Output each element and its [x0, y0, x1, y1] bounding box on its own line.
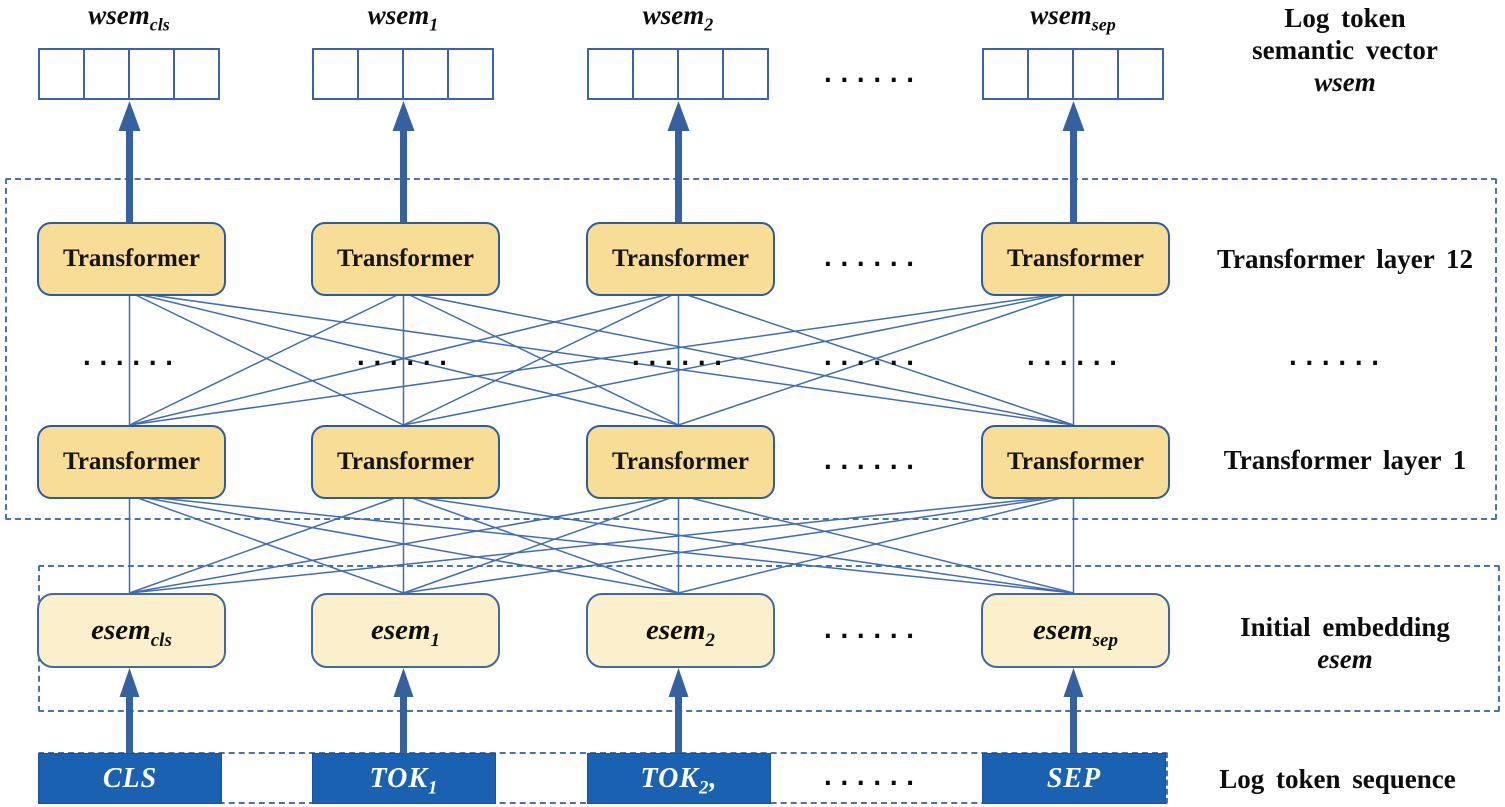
ellipsis-l12-row: ...... — [820, 244, 920, 272]
transformer-box-l1-c3: Transformer — [586, 425, 775, 499]
ellipsis-token-row: ...... — [820, 763, 920, 791]
token-box-tok2: TOK2, — [587, 753, 771, 804]
vector-cell — [128, 48, 175, 100]
vector-cell — [677, 48, 724, 100]
vector-cell — [1072, 48, 1119, 100]
token-box-cls: CLS — [38, 753, 222, 804]
wsem-cls-label: wsemcls — [88, 0, 170, 35]
ellipsis-esem-row: ...... — [820, 616, 920, 644]
esem-cls-box: esemcls — [37, 593, 226, 668]
transformer-box-l1-c4: Transformer — [981, 425, 1170, 499]
wsem-cls-vector-box — [38, 48, 220, 100]
vector-cell — [38, 48, 85, 100]
vector-cell — [83, 48, 130, 100]
ellipsis-layers-c4: ...... — [1023, 343, 1123, 371]
ellipsis-layers-c2: ...... — [353, 343, 453, 371]
transformer-layer-12-caption: Transformer layer 12 — [1217, 244, 1473, 274]
caption-math-esem: esem — [1317, 644, 1373, 674]
log-token-sequence-caption: Log token sequence — [1219, 764, 1456, 794]
vector-cell — [447, 48, 494, 100]
transformer-box-l1-c1: Transformer — [37, 425, 226, 499]
transformer-box-l12-c4: Transformer — [981, 222, 1170, 296]
esem-1-box: esem1 — [311, 593, 500, 668]
vector-cell — [632, 48, 679, 100]
transformer-layer-1-caption: Transformer layer 1 — [1223, 445, 1467, 475]
token-box-tok1: TOK1 — [312, 753, 496, 804]
wsem-sep-label: wsemsep — [1030, 0, 1116, 35]
ellipsis-layers-right: ...... — [1285, 343, 1385, 371]
wsem-1-label: wsem1 — [367, 0, 439, 35]
vector-cell — [173, 48, 220, 100]
caption-line: semantic vector — [1252, 35, 1438, 65]
ellipsis-l1-row: ...... — [820, 447, 920, 475]
ellipsis-layers-c1: ...... — [79, 343, 179, 371]
transformer-box-l12-c3: Transformer — [586, 222, 775, 296]
wsem-2-vector-box — [587, 48, 769, 100]
ellipsis-layers-c3: ...... — [628, 343, 728, 371]
transformer-box-l1-c2: Transformer — [311, 425, 500, 499]
vector-cell — [1027, 48, 1074, 100]
caption-line: Log token — [1284, 3, 1406, 33]
vector-cell — [722, 48, 769, 100]
vector-cell — [1117, 48, 1164, 100]
ellipsis-layers-mid: ...... — [820, 343, 920, 371]
vector-cell — [357, 48, 404, 100]
wsem-sep-vector-box — [982, 48, 1164, 100]
wsem-1-vector-box — [312, 48, 494, 100]
transformer-layers-region-border — [5, 178, 1497, 520]
transformer-box-l12-c1: Transformer — [37, 222, 226, 296]
semantic-vector-caption: Log token semantic vector wsem — [1195, 2, 1495, 98]
vector-cell — [402, 48, 449, 100]
vector-cell — [587, 48, 634, 100]
token-box-sep: SEP — [982, 753, 1166, 804]
ellipsis-vector-row: ...... — [820, 60, 920, 88]
esem-2-box: esem2 — [586, 593, 775, 668]
vector-cell — [982, 48, 1029, 100]
caption-math-wsem: wsem — [1314, 67, 1376, 97]
vector-cell — [312, 48, 359, 100]
initial-embedding-caption: Initial embedding esem — [1195, 611, 1495, 675]
transformer-box-l12-c2: Transformer — [311, 222, 500, 296]
esem-sep-box: esemsep — [981, 593, 1170, 668]
caption-line: Initial embedding — [1240, 612, 1450, 642]
wsem-2-label: wsem2 — [642, 0, 714, 35]
